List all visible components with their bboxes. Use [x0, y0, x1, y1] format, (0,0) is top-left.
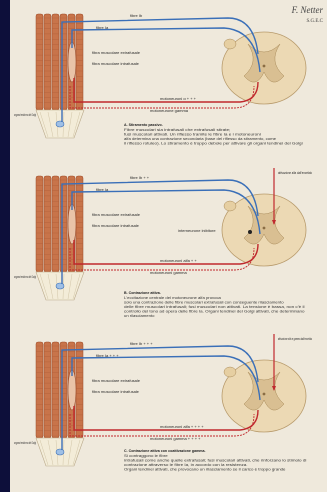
label-gamma-motor: motoneuroni gamma — [150, 270, 187, 275]
muscle-fiber — [76, 14, 83, 110]
label-fiber-ib: fibre Ib + + — [130, 175, 150, 180]
golgi-tendon-organ — [56, 121, 64, 127]
caption-line: contrazione attraverso le fibre Ia, in a… — [124, 463, 248, 467]
caption-line: delle fibre muscolari intrafusali; fusi … — [124, 305, 305, 309]
caption-line: alfa determina una contrazione secondari… — [124, 137, 276, 141]
label-extrafusal: fibra muscolare extrafusale — [92, 378, 141, 383]
label-extrafusal: fibra muscolare extrafusale — [92, 50, 141, 55]
caption-line: intrafusali come anche quelle extrafusal… — [124, 459, 307, 463]
caption-title: C. Contrazione attiva con coattivazione … — [124, 449, 205, 453]
spinal-cord-section — [222, 32, 306, 104]
label-golgi: organo tendineo del Golgi — [14, 440, 36, 445]
muscle-fiber — [44, 176, 51, 272]
label-interneuron: interneurone inibitore — [178, 228, 216, 233]
muscle-fiber — [36, 342, 43, 438]
golgi-tendon-organ — [56, 283, 64, 289]
dorsal-root-ganglion — [224, 367, 236, 377]
caption: A. Stiramento passivo.Fibre muscolari si… — [124, 123, 303, 146]
caption-title: B. Contrazione attiva. — [124, 291, 161, 295]
muscle-fiber — [44, 342, 51, 438]
label-gamma-motor: motoneurone gamma — [150, 108, 189, 113]
panel-b: fibre Ib + + fibre Ia fibra muscolare extr… — [14, 168, 313, 318]
label-fiber-ia: fibre Ia + + + — [96, 353, 119, 358]
label-intrafusal: fibra muscolare intrafusale — [92, 223, 140, 228]
central-canal — [263, 393, 266, 396]
inhibitory-interneuron-icon — [248, 230, 252, 234]
label-fiber-ib: fibre Ib + + + — [130, 341, 153, 346]
label-cortical-activation: attivazione alfa e gamma dall'encefalo — [278, 336, 312, 341]
spinal-cord-section — [222, 360, 306, 432]
caption-line: Fibre muscolari sia intrafusali che extr… — [124, 128, 230, 132]
muscle-fiber — [60, 342, 67, 438]
label-gamma-motor: motoneuroni gamma + + + + — [150, 436, 201, 441]
muscle-block — [36, 342, 84, 466]
label-alpha-motor: motoneuroni alfa + + + + — [160, 424, 204, 429]
label-intrafusal: fibra muscolare intrafusale — [92, 61, 140, 66]
caption-line: controllo del tono ad opera delle fibre … — [124, 310, 305, 314]
central-canal — [263, 227, 266, 230]
muscle-fiber — [52, 342, 59, 438]
panel-a: fibre Ib fibre Ia fibra muscolare extrafus… — [14, 13, 306, 146]
label-intrafusal: fibra muscolare intrafusale — [92, 389, 140, 394]
dorsal-root-ganglion — [224, 39, 236, 49]
caption-line: Organi tendinei attivati, che provocano … — [124, 468, 286, 472]
label-fiber-ib: fibre Ib — [130, 13, 143, 18]
caption-line: il riflesso rotuleo). Lo stiramento è tr… — [124, 142, 303, 146]
muscle-fiber — [36, 14, 43, 110]
caption-line: un rilasciamento — [124, 314, 154, 318]
label-fiber-ia: fibre Ia — [96, 25, 109, 30]
muscle-fiber — [60, 14, 67, 110]
caption-line: fusi muscolari attivati. Un riflesso tra… — [124, 133, 261, 137]
muscle-block — [36, 176, 84, 300]
caption: C. Contrazione attiva con coattivazione … — [124, 449, 307, 472]
muscle-fiber — [52, 14, 59, 110]
caption-title: A. Stiramento passivo. — [124, 123, 163, 127]
label-cortical-activation: attivazione alfa dall'encefalo — [278, 170, 313, 175]
label-extrafusal: fibra muscolare extrafusale — [92, 212, 141, 217]
spinal-cord-section — [222, 194, 306, 266]
muscle-fiber — [36, 176, 43, 272]
panel-c: fibre Ib + + + fibre Ia + + + fibra muscol… — [14, 334, 312, 472]
muscle-fiber — [60, 176, 67, 272]
label-alpha-motor: motoneuroni alfa + + — [160, 258, 197, 263]
caption-line: solo una contrazione delle fibre muscola… — [124, 301, 284, 305]
caption: B. Contrazione attiva.L'eccitazione cent… — [124, 291, 305, 318]
label-alpha-motor: motoneuroni α + + + — [160, 96, 197, 101]
label-golgi: organo tendineo del Golgi — [14, 112, 36, 117]
label-fiber-ia: fibre Ia — [96, 187, 109, 192]
caption-line: Si contraggono le fibre — [124, 454, 168, 458]
muscle-block — [36, 14, 84, 138]
muscle-fiber — [52, 176, 59, 272]
golgi-tendon-organ — [56, 449, 64, 455]
caption-line: L'eccitazione centrale del motoneurone a… — [124, 296, 221, 300]
muscle-fiber — [44, 14, 51, 110]
dorsal-root-ganglion — [224, 201, 236, 211]
label-golgi: organo tendineo del Golgi — [14, 274, 36, 279]
muscle-fiber — [76, 176, 83, 272]
central-canal — [263, 65, 266, 68]
muscle-fiber — [76, 342, 83, 438]
